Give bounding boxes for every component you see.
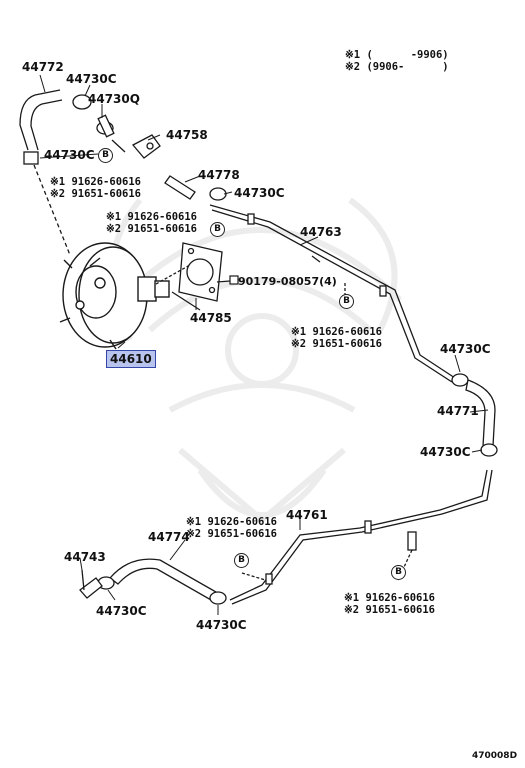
- clip-note-line-2: ※2 91651-60616: [291, 338, 382, 350]
- clip-note-line-2: ※2 91651-60616: [186, 528, 277, 540]
- part-label-44730c[interactable]: 44730C: [196, 618, 247, 632]
- clip-note-line-1: ※1 91626-60616: [186, 516, 277, 528]
- diagram-code: 470008D: [472, 751, 518, 761]
- part-label-44730c[interactable]: 44730C: [420, 445, 471, 459]
- leader-lines: [39, 74, 489, 615]
- part-label-44743[interactable]: 44743: [64, 550, 106, 564]
- brake-booster-44610: [59, 242, 170, 350]
- part-label-44774[interactable]: 44774: [148, 530, 190, 544]
- clip-note-line-2: ※2 91651-60616: [50, 188, 141, 200]
- clip-note-line-1: ※1 91626-60616: [50, 176, 141, 188]
- part-label-44771[interactable]: 44771: [437, 404, 479, 418]
- part-label-44730c[interactable]: 44730C: [96, 604, 147, 618]
- clip-marker-b-icon: B: [339, 294, 354, 309]
- clip-note-line-1: ※1 91626-60616: [291, 326, 382, 338]
- gasket-44785: [155, 242, 223, 311]
- legend-line-1: ※1 ( -9906): [345, 49, 449, 61]
- pipe-44761: [229, 469, 493, 605]
- part-label-44758[interactable]: 44758: [166, 128, 208, 142]
- clip-marker-b-icon: B: [391, 565, 406, 580]
- hose-44774: [97, 558, 227, 605]
- part-label-90179[interactable]: 90179-08057(4): [238, 275, 337, 288]
- part-label-44730q[interactable]: 44730Q: [88, 92, 140, 106]
- clip-note-line-2: ※2 91651-60616: [106, 223, 197, 235]
- part-label-44730c[interactable]: 44730C: [66, 72, 117, 86]
- pipe-44763: [209, 204, 456, 383]
- part-label-44730c[interactable]: 44730C: [234, 186, 285, 200]
- clip-marker-b-icon: B: [210, 222, 225, 237]
- part-label-44778[interactable]: 44778: [198, 168, 240, 182]
- hose-44771: [451, 373, 498, 457]
- part-label-44610[interactable]: 44610: [106, 350, 156, 368]
- clamp-44730c-upper: [72, 94, 126, 153]
- hose-44772: [19, 89, 71, 256]
- part-label-44730c[interactable]: 44730C: [440, 342, 491, 356]
- clip-note-line-1: ※1 91626-60616: [106, 211, 197, 223]
- check-valve-44743: [79, 569, 103, 599]
- part-label-44763[interactable]: 44763: [300, 225, 342, 239]
- part-label-44761[interactable]: 44761: [286, 508, 328, 522]
- part-label-44785[interactable]: 44785: [190, 311, 232, 325]
- clip-marker-b-icon: B: [98, 148, 113, 163]
- union-44758: [131, 134, 161, 159]
- bolt-90179: [216, 275, 239, 285]
- legend-line-2: ※2 (9906- ): [345, 61, 449, 73]
- samurai-helmet-watermark: [109, 197, 403, 524]
- clip-note-line-2: ※2 91651-60616: [344, 604, 435, 616]
- part-label-44772[interactable]: 44772: [22, 60, 64, 74]
- clip-marker-b-icon: B: [234, 553, 249, 568]
- clip-note-line-1: ※1 91626-60616: [344, 592, 435, 604]
- part-label-44730c[interactable]: 44730C: [44, 148, 95, 162]
- hose-44778: [164, 175, 227, 201]
